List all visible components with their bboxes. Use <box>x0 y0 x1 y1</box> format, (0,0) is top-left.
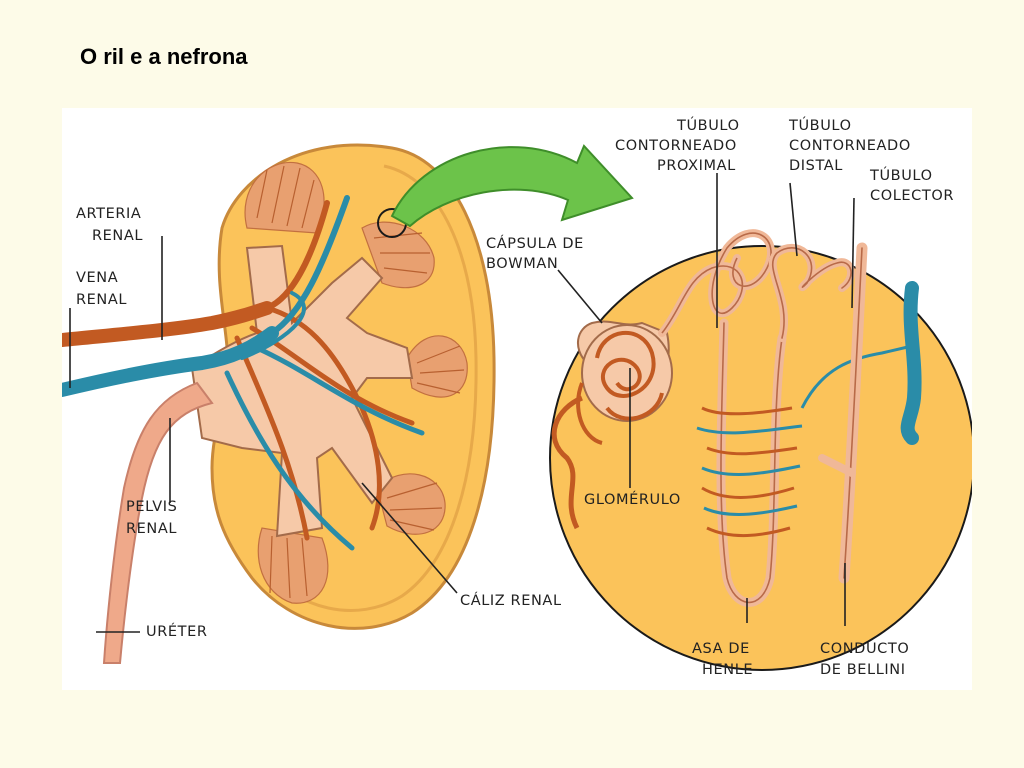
label-tubulo-distal-3: DISTAL <box>789 158 843 174</box>
pyramid-right <box>406 335 468 398</box>
label-vena-renal-1: VENA <box>76 270 118 286</box>
zoom-arrow <box>390 144 634 228</box>
label-conducto-bellini-2: DE BELLINI <box>820 662 906 678</box>
nephron-detail <box>549 229 972 671</box>
peritubular-capillaries <box>696 344 913 537</box>
label-tubulo-colector-1: TÚBULO <box>869 166 933 184</box>
distal-tubule <box>768 243 855 342</box>
pyramid-bottom <box>257 527 329 604</box>
renal-vein <box>62 195 425 551</box>
label-conducto-bellini-1: CONDUCTO <box>820 641 909 657</box>
renal-pelvis <box>190 244 414 538</box>
label-capsula-bowman-2: BOWMAN <box>486 256 558 272</box>
loop-of-henle <box>716 318 787 607</box>
slide-title: O ril e a nefrona <box>80 44 248 69</box>
label-tubulo-proximal-2: CONTORNEADO <box>615 138 737 154</box>
label-tubulo-distal-1: TÚBULO <box>788 116 852 134</box>
kidney-nephron-illustration: ARTERIA RENAL VENA RENAL PELVIS RENAL UR… <box>62 108 972 690</box>
vein-segment <box>900 281 922 445</box>
label-tubulo-proximal-1: TÚBULO <box>676 116 740 134</box>
label-pelvis-renal-2: RENAL <box>126 521 177 537</box>
labels: ARTERIA RENAL VENA RENAL PELVIS RENAL UR… <box>76 116 954 678</box>
label-ureter: URÉTER <box>146 623 208 640</box>
label-asa-henle-1: ASA DE <box>692 641 750 657</box>
label-caliz-renal: CÁLIZ RENAL <box>460 592 562 609</box>
ureter <box>102 381 214 664</box>
label-pelvis-renal-1: PELVIS <box>126 499 177 515</box>
label-tubulo-distal-2: CONTORNEADO <box>789 138 911 154</box>
label-capsula-bowman-1: CÁPSULA DE <box>486 235 584 252</box>
label-asa-henle-2: HENLE <box>702 662 753 678</box>
label-glomerulo: GLOMÉRULO <box>584 491 681 508</box>
glomerulus <box>576 330 664 445</box>
pyramid-upper-right <box>361 221 435 289</box>
label-tubulo-proximal-3: PROXIMAL <box>657 158 736 174</box>
label-tubulo-colector-2: COLECTOR <box>870 188 954 204</box>
pyramid-top <box>244 161 325 234</box>
collecting-tubule <box>818 242 868 584</box>
leader-lines <box>69 173 855 633</box>
diagram-canvas: ARTERIA RENAL VENA RENAL PELVIS RENAL UR… <box>62 116 972 678</box>
label-arteria-renal-1: ARTERIA <box>76 206 141 222</box>
label-vena-renal-2: RENAL <box>76 292 127 308</box>
label-arteria-renal-2: RENAL <box>92 228 143 244</box>
